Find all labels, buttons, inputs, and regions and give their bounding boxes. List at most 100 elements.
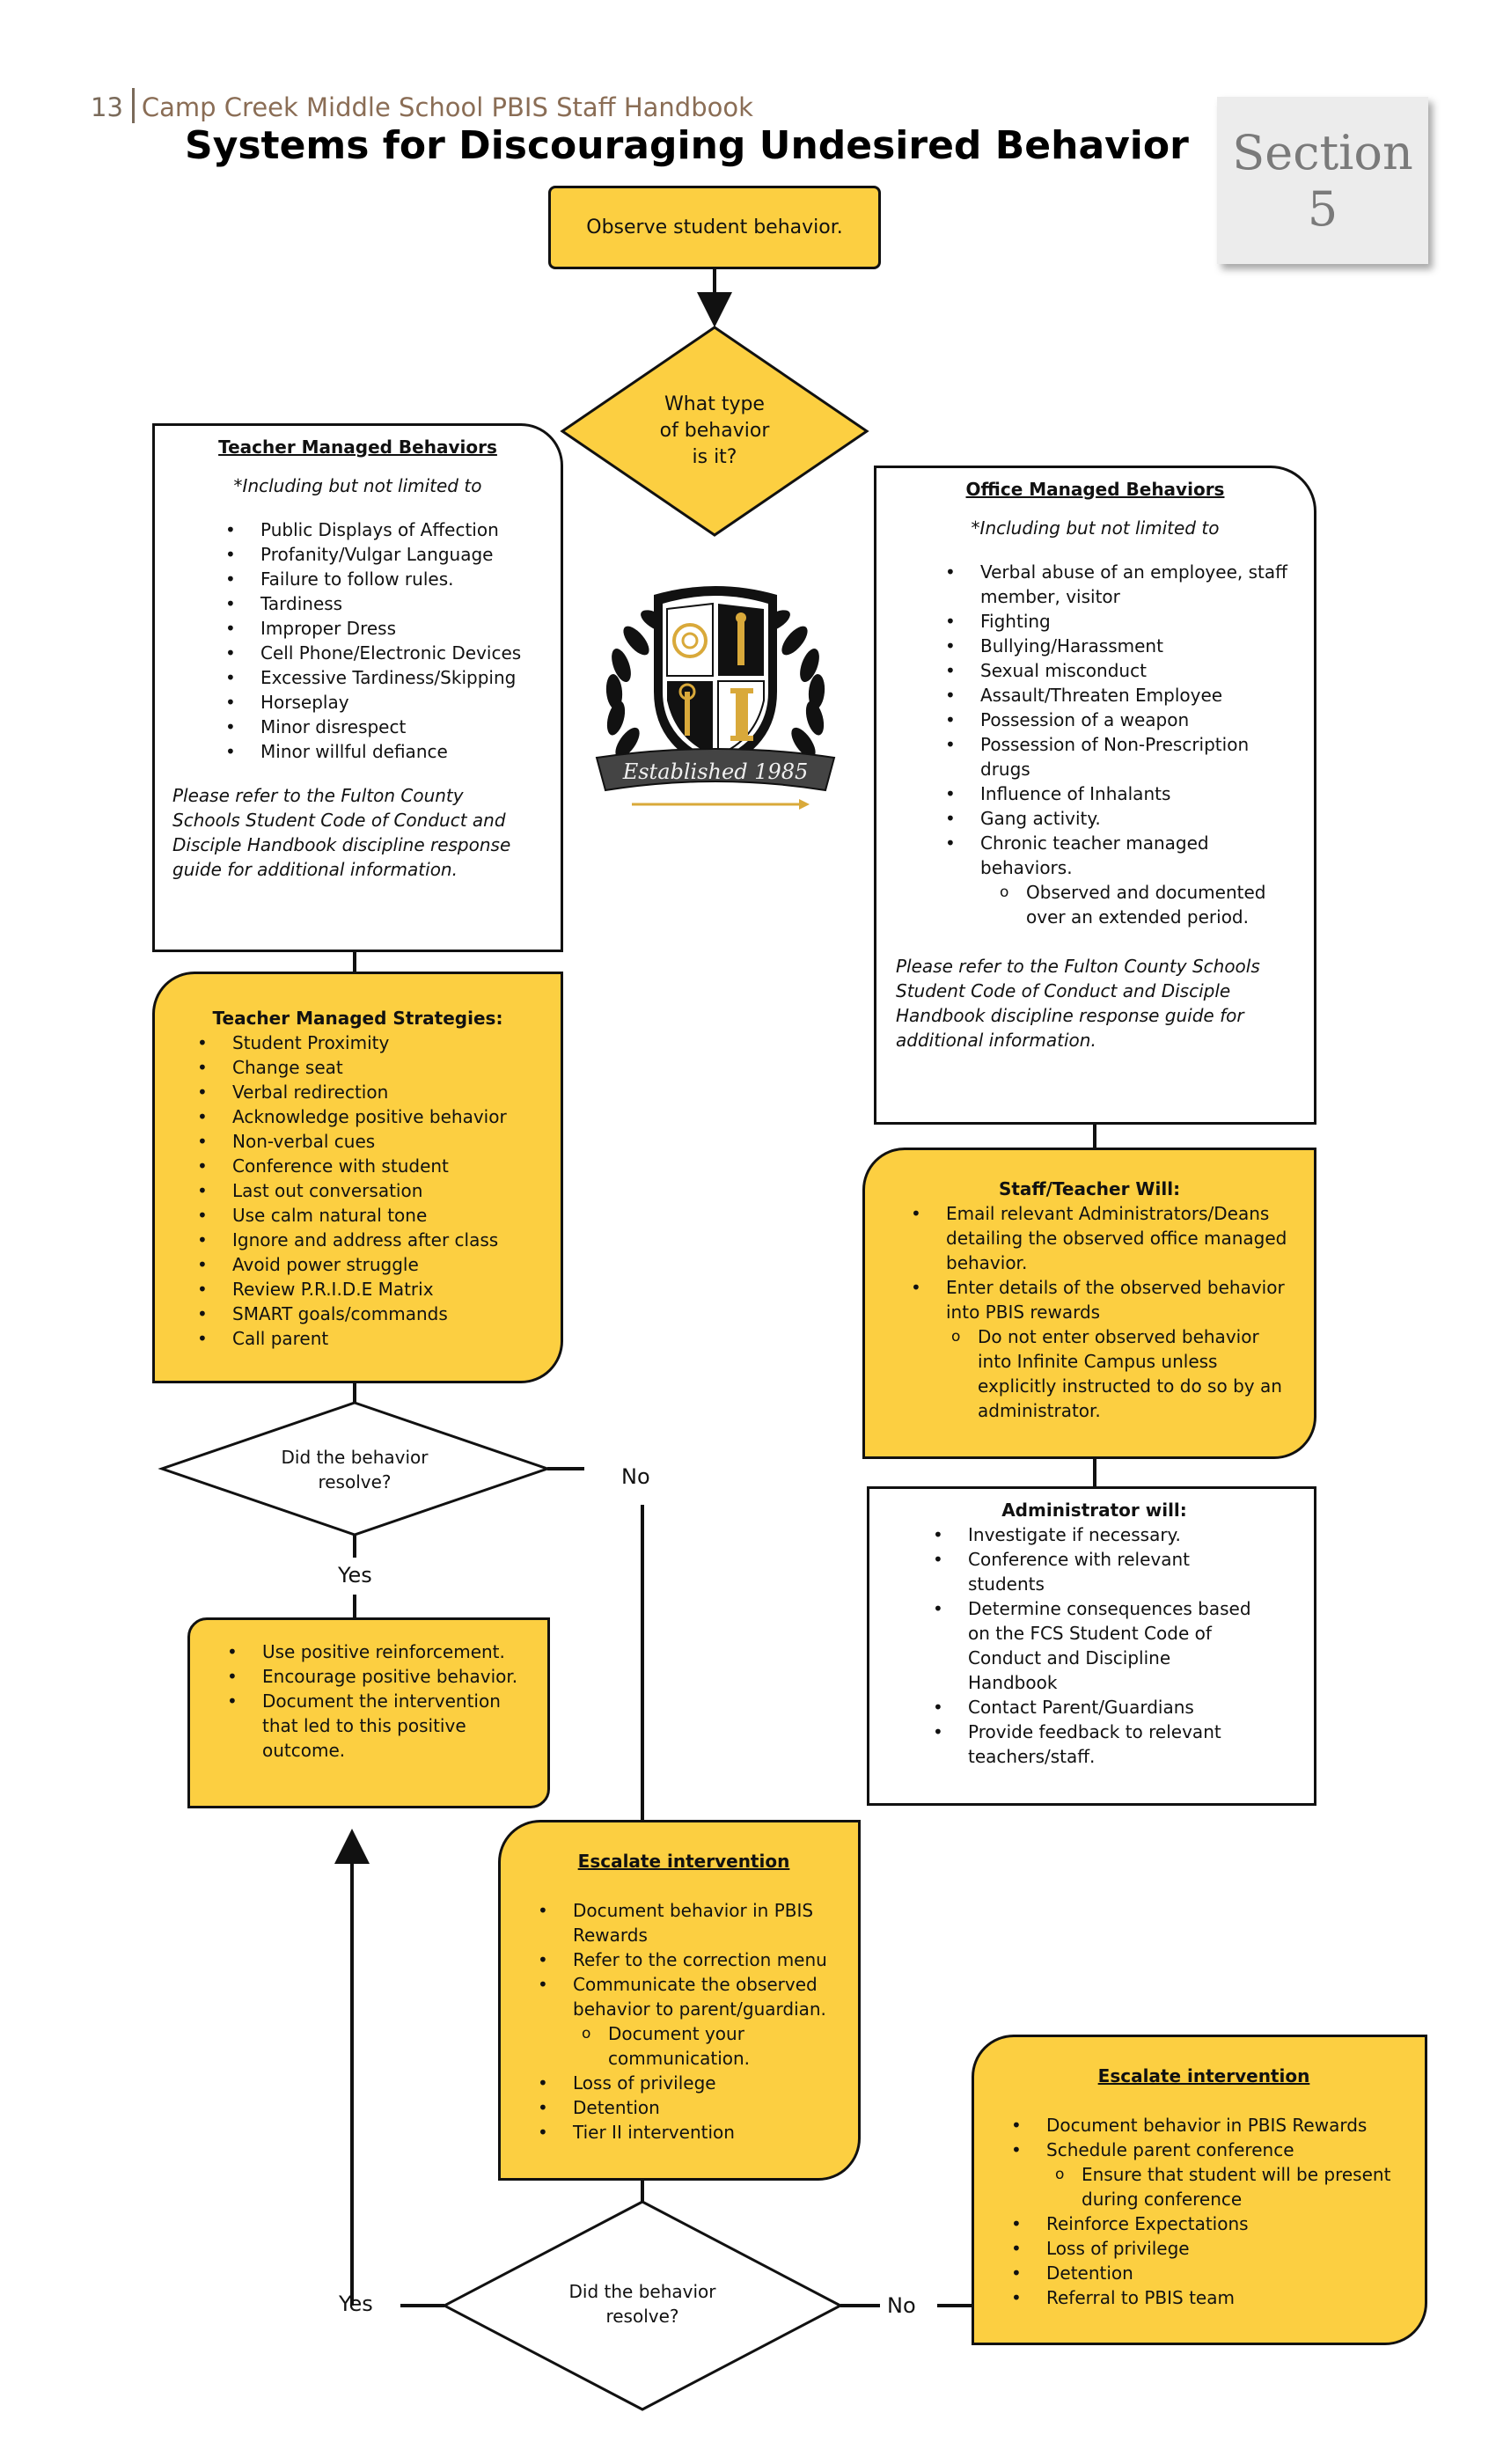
start-observe-text: Observe student behavior. — [586, 216, 843, 238]
escalate-2-title: Escalate intervention — [1097, 2065, 1310, 2086]
list-item: Use positive reinforcement. — [222, 1639, 537, 1664]
list-item: Contact Parent/Guardians — [928, 1695, 1258, 1720]
escalate-1-sublist: Document your communication. — [562, 2021, 840, 2071]
list-item: Referral to PBIS team — [1006, 2285, 1407, 2310]
teacher-managed-behaviors-box: Teacher Managed Behaviors *Including but… — [152, 423, 563, 952]
teacher-strategies-list: Student Proximity Change seat Verbal red… — [192, 1030, 543, 1351]
escalate-intervention-1-box: Escalate intervention Document behavior … — [498, 1820, 861, 2181]
escalate-1-list-b: Loss of privilege Detention Tier II inte… — [532, 2071, 840, 2145]
list-item: Loss of privilege — [532, 2071, 840, 2095]
list-item: Loss of privilege — [1006, 2236, 1407, 2261]
section-number: 5 — [1307, 181, 1338, 237]
list-item: Provide feedback to relevant teachers/st… — [928, 1720, 1258, 1769]
list-item: Use calm natural tone — [192, 1203, 543, 1228]
escalate-2-list-a: Document behavior in PBIS Rewards Schedu… — [1006, 2113, 1407, 2162]
office-managed-behaviors-box: Office Managed Behaviors *Including but … — [874, 466, 1316, 1125]
list-item: Possession of Non-Prescription drugs — [940, 732, 1294, 781]
list-item: Last out conversation — [192, 1178, 543, 1203]
list-item: SMART goals/commands — [192, 1302, 543, 1326]
list-item: Excessive Tardiness/Skipping — [220, 665, 543, 690]
positive-outcome-list: Use positive reinforcement. Encourage po… — [222, 1639, 537, 1763]
staff-will-title: Staff/Teacher Will: — [998, 1178, 1181, 1199]
list-item: Determine consequences based on the FCS … — [928, 1596, 1258, 1695]
office-behaviors-note: Please refer to the Fulton County School… — [896, 956, 1260, 1051]
list-item: Minor disrespect — [220, 715, 543, 739]
list-item: Sexual misconduct — [940, 658, 1294, 683]
list-item: Ensure that student will be present duri… — [1036, 2162, 1407, 2211]
page-number: 13 — [91, 92, 123, 122]
list-item: Bullying/Harassment — [940, 634, 1294, 658]
list-item: Observed and documented over an extended… — [980, 880, 1294, 929]
office-behaviors-sublist: Observed and documented over an extended… — [980, 880, 1294, 929]
list-item: Public Displays of Affection — [220, 517, 543, 542]
list-item: Document behavior in PBIS Rewards — [532, 1898, 840, 1947]
decision-resolve-2-diamond — [441, 2200, 844, 2411]
positive-outcome-box: Use positive reinforcement. Encourage po… — [187, 1617, 550, 1808]
yes-label-1: Yes — [338, 1563, 372, 1588]
decision-behavior-type-diamond — [560, 326, 869, 537]
list-item: Chronic teacher managed behaviors. — [940, 831, 1294, 880]
list-item: Verbal redirection — [192, 1080, 543, 1104]
list-item: Possession of a weapon — [940, 708, 1294, 732]
list-item: Horseplay — [220, 690, 543, 715]
list-item: Profanity/Vulgar Language — [220, 542, 543, 567]
list-item: Gang activity. — [940, 806, 1294, 831]
list-item: Tier II intervention — [532, 2120, 840, 2145]
list-item: Change seat — [192, 1055, 543, 1080]
list-item: Verbal abuse of an employee, staff membe… — [940, 560, 1294, 609]
teacher-managed-strategies-box: Teacher Managed Strategies: Student Prox… — [152, 972, 563, 1383]
teacher-behaviors-list: Public Displays of Affection Profanity/V… — [220, 517, 543, 764]
list-item: Schedule parent conference — [1006, 2138, 1407, 2162]
office-behaviors-title: Office Managed Behaviors — [965, 479, 1225, 500]
list-item: Non-verbal cues — [192, 1129, 543, 1154]
list-item: Minor willful defiance — [220, 739, 543, 764]
admin-will-title: Administrator will: — [1001, 1500, 1187, 1521]
teacher-strategies-title: Teacher Managed Strategies: — [212, 1008, 503, 1029]
list-item: Fighting — [940, 609, 1294, 634]
list-item: Detention — [532, 2095, 840, 2120]
list-item: Encourage positive behavior. — [222, 1664, 537, 1689]
admin-will-list: Investigate if necessary. Conference wit… — [928, 1522, 1258, 1769]
start-observe-box: Observe student behavior. — [548, 186, 881, 269]
list-item: Influence of Inhalants — [940, 781, 1294, 806]
list-item: Acknowledge positive behavior — [192, 1104, 543, 1129]
teacher-behaviors-note: Please refer to the Fulton County School… — [172, 785, 511, 880]
page-title: Systems for Discouraging Undesired Behav… — [185, 123, 1189, 168]
list-item: Improper Dress — [220, 616, 543, 641]
escalate-2-sublist: Ensure that student will be present duri… — [1036, 2162, 1407, 2211]
office-behaviors-subtitle: *Including but not limited to — [971, 517, 1220, 539]
escalate-2-list-b: Reinforce Expectations Loss of privilege… — [1006, 2211, 1407, 2310]
list-item: Student Proximity — [192, 1030, 543, 1055]
list-item: Email relevant Administrators/Deans deta… — [906, 1201, 1291, 1275]
list-item: Cell Phone/Electronic Devices — [220, 641, 543, 665]
section-badge: Section 5 — [1217, 97, 1428, 264]
school-crest-logo: Established 1985 — [595, 586, 836, 810]
list-item: Document your communication. — [562, 2021, 840, 2071]
list-item: Communicate the observed behavior to par… — [532, 1972, 840, 2021]
staff-will-sublist: Do not enter observed behavior into Infi… — [932, 1324, 1291, 1423]
no-label-1: No — [621, 1464, 650, 1489]
list-item: Refer to the correction menu — [532, 1947, 840, 1972]
decision-behavior-type-text: What type of behavior is it? — [659, 393, 770, 468]
list-item: Conference with student — [192, 1154, 543, 1178]
list-item: Detention — [1006, 2261, 1407, 2285]
list-item: Document the intervention that led to th… — [222, 1689, 537, 1763]
crest-banner-text: Established 1985 — [622, 759, 809, 784]
list-item: Reinforce Expectations — [1006, 2211, 1407, 2236]
list-item: Conference with relevant students — [928, 1547, 1258, 1596]
list-item: Document behavior in PBIS Rewards — [1006, 2113, 1407, 2138]
escalate-1-list-a: Document behavior in PBIS Rewards Refer … — [532, 1898, 840, 2021]
list-item: Avoid power struggle — [192, 1252, 543, 1277]
staff-teacher-will-box: Staff/Teacher Will: Email relevant Admin… — [862, 1148, 1316, 1459]
decision-resolve-2-text: Did the behavior resolve? — [568, 2281, 716, 2327]
list-item: Do not enter observed behavior into Infi… — [932, 1324, 1291, 1423]
list-item: Ignore and address after class — [192, 1228, 543, 1252]
staff-will-list: Email relevant Administrators/Deans deta… — [906, 1201, 1291, 1324]
teacher-behaviors-subtitle: *Including but not limited to — [233, 475, 482, 496]
decision-resolve-1-text: Did the behavior resolve? — [281, 1447, 429, 1492]
administrator-will-box: Administrator will: Investigate if neces… — [867, 1486, 1316, 1806]
no-label-2: No — [887, 2293, 916, 2318]
teacher-behaviors-title: Teacher Managed Behaviors — [218, 436, 497, 458]
list-item: Investigate if necessary. — [928, 1522, 1258, 1547]
